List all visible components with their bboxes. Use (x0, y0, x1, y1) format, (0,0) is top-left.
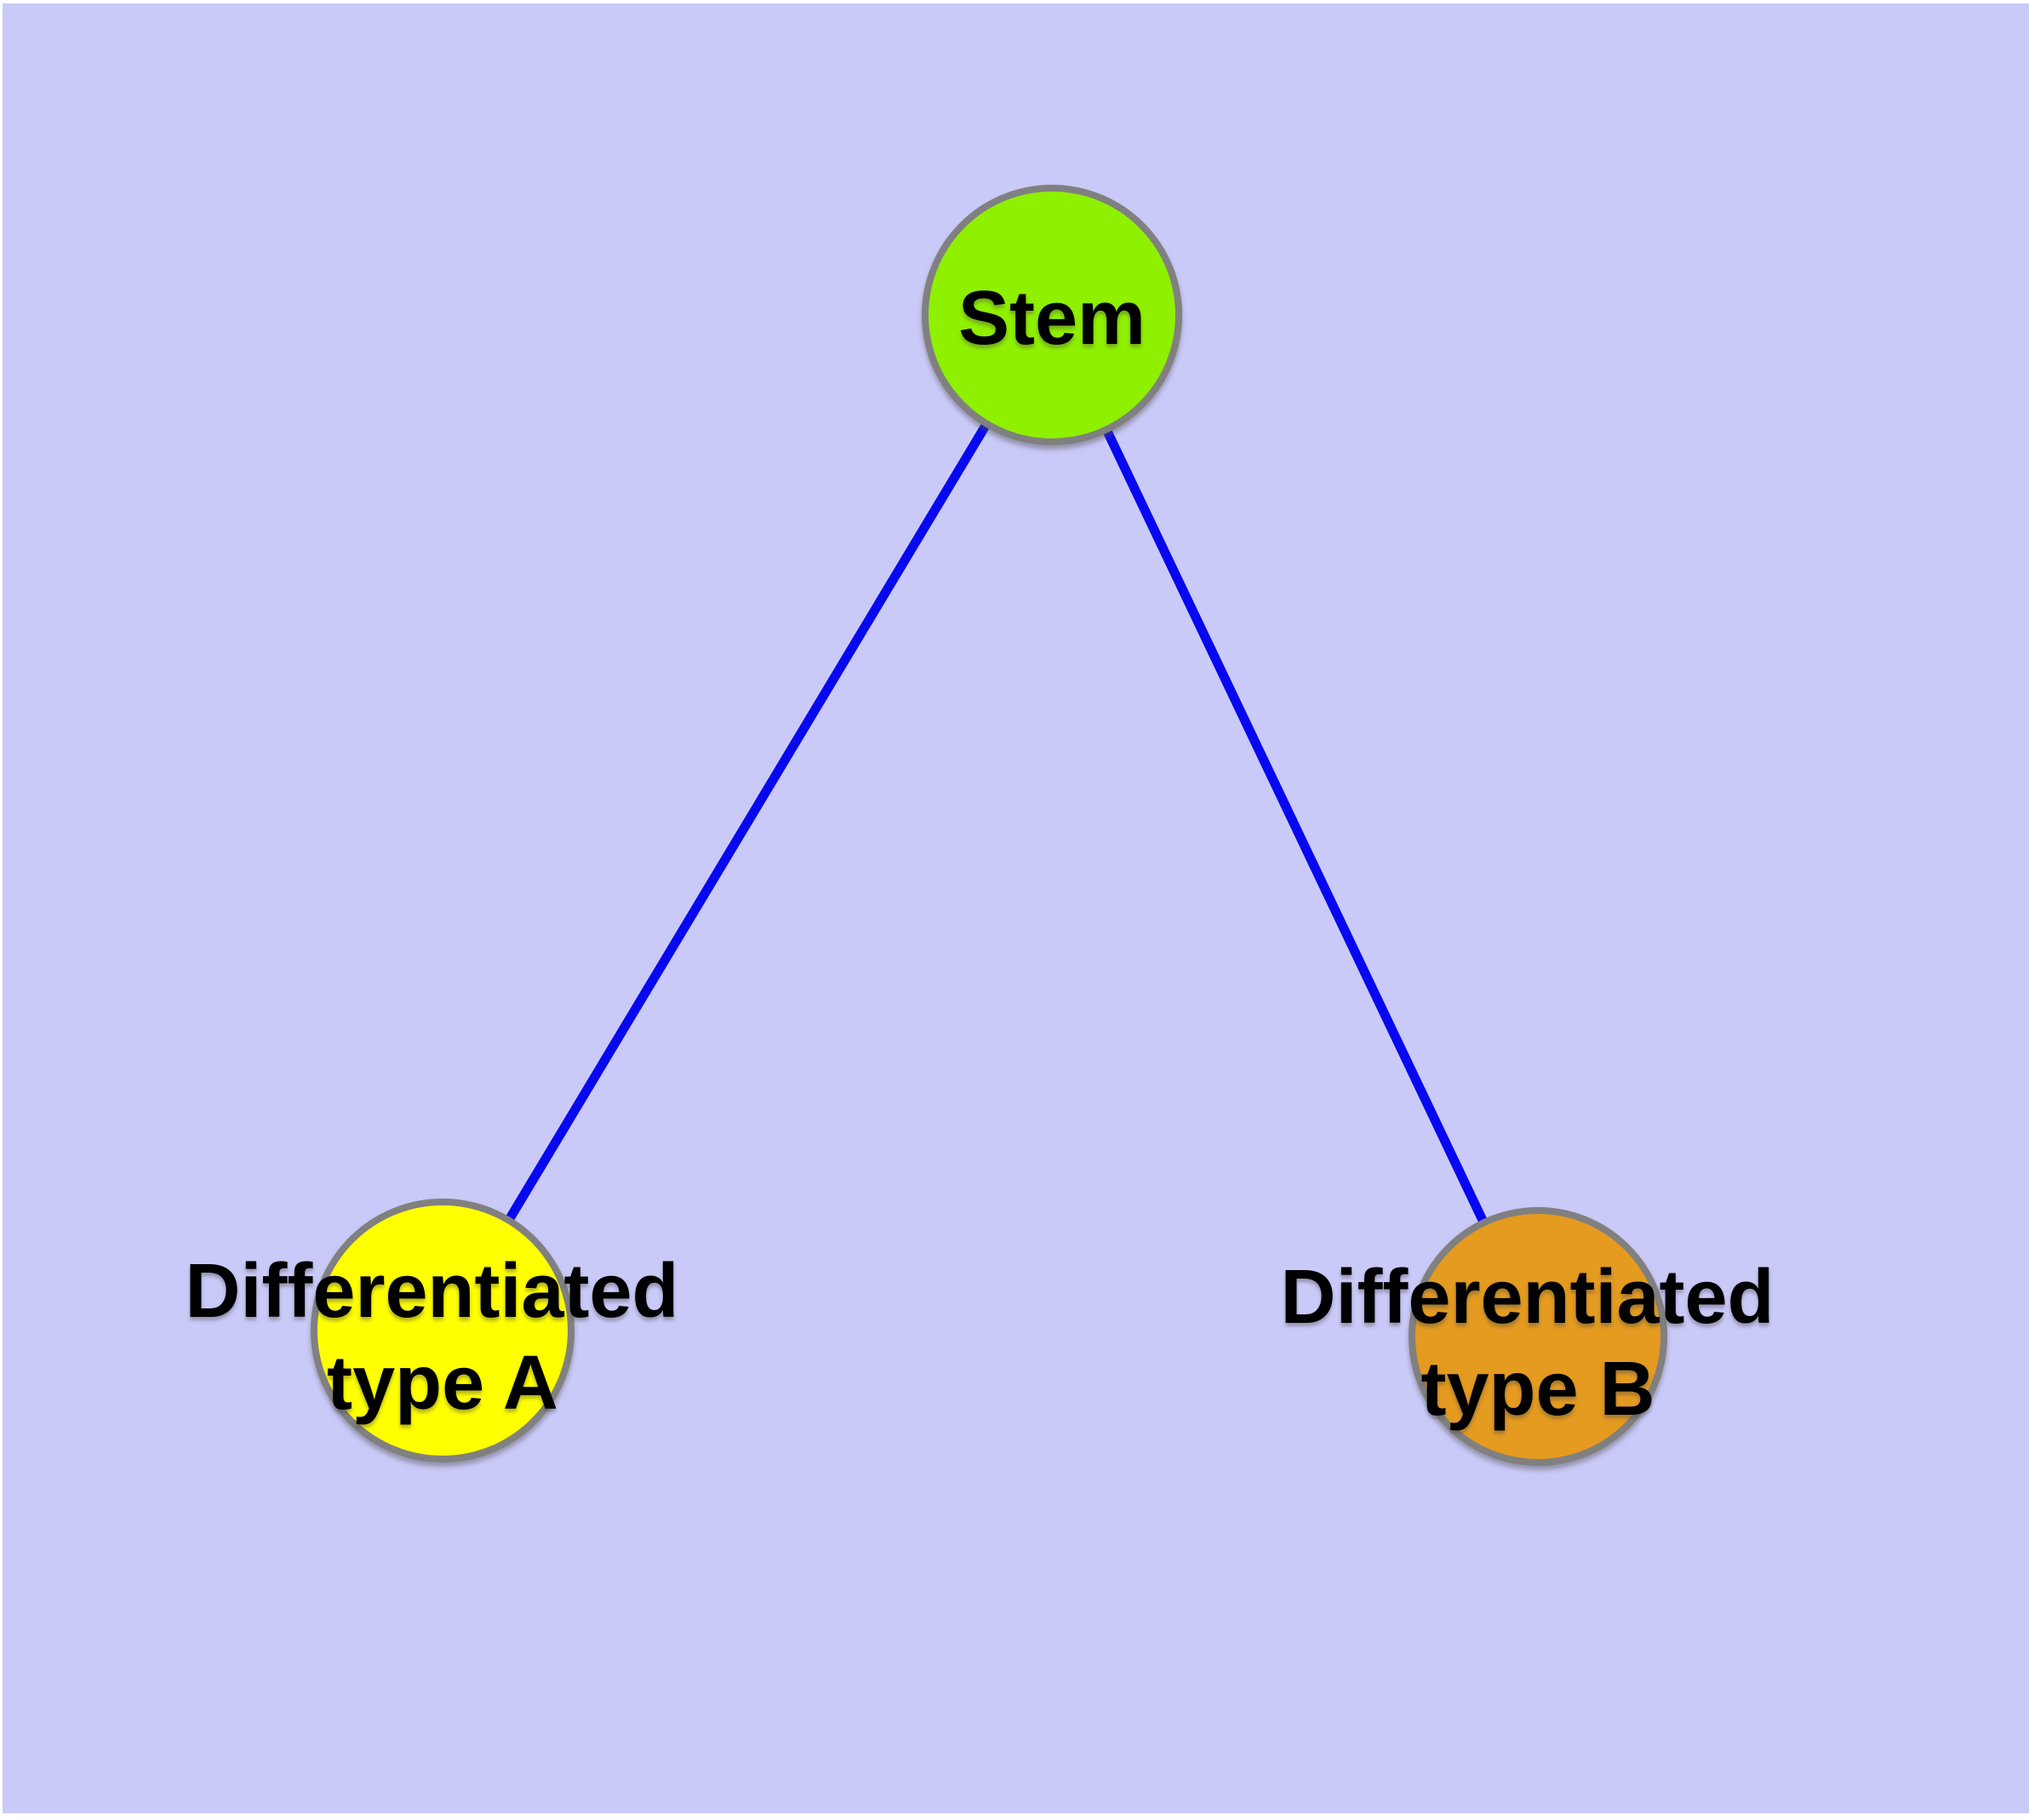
node-differentiated-type-b (1409, 1207, 1667, 1466)
edge-stem-to-type-a (438, 312, 1056, 1333)
node-type-a-label: Differentiated type A (185, 1249, 700, 1426)
label-line-2: type A (327, 1341, 558, 1426)
label-line-1: Differentiated (1280, 1255, 1774, 1340)
label-line-2: type B (1420, 1347, 1655, 1432)
node-stem-label: Stem (958, 276, 1146, 361)
node-stem (922, 185, 1182, 445)
node-type-b-label: Differentiated type B (1280, 1255, 1795, 1432)
edge-stem-to-type-b (1048, 312, 1542, 1339)
node-differentiated-type-a (311, 1199, 574, 1462)
label-line-1: Differentiated (185, 1249, 678, 1334)
